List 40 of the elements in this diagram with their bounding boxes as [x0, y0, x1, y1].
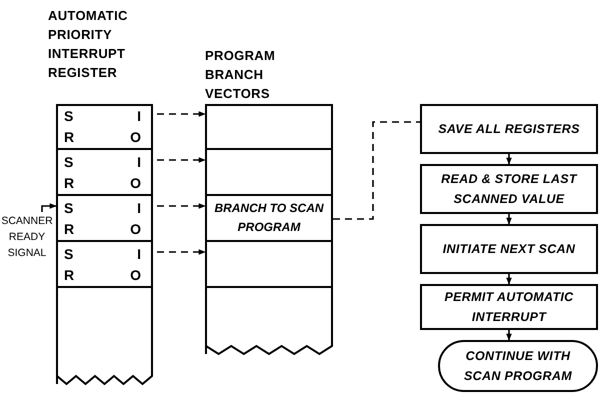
column-heading: AUTOMATIC PRIORITY INTERRUPT REGISTER	[47, 7, 129, 82]
bit-label: I	[137, 244, 142, 262]
arrow	[157, 111, 206, 117]
process-box	[420, 284, 598, 330]
terminal-box	[438, 340, 598, 392]
arrow	[506, 330, 512, 341]
bit-label: R	[64, 220, 74, 238]
bit-label: O	[130, 220, 142, 238]
bit-label: O	[130, 266, 142, 284]
arrow	[157, 157, 206, 163]
process-box	[420, 164, 598, 214]
arrow	[41, 203, 57, 212]
step-text: PERMIT AUTOMATIC INTERRUPT	[443, 289, 575, 326]
bit-label: O	[130, 128, 142, 146]
process-box	[420, 224, 598, 274]
step-text: CONTINUE WITH SCAN PROGRAM	[463, 348, 573, 385]
bit-label: I	[137, 198, 142, 216]
step-text: SAVE ALL REGISTERS	[438, 121, 580, 138]
bit-label: R	[64, 128, 74, 146]
bit-label: R	[64, 174, 74, 192]
bit-label: S	[64, 106, 74, 124]
signal-label: SCANNER READY SIGNAL	[0, 213, 54, 261]
arrow	[157, 203, 206, 209]
arrow	[157, 249, 206, 255]
bit-label: O	[130, 174, 142, 192]
arrow	[506, 214, 512, 225]
step-text: READ & STORE LAST SCANNED VALUE	[440, 171, 578, 208]
bit-label: R	[64, 266, 74, 284]
bit-label: S	[64, 198, 74, 216]
arrow	[506, 154, 512, 165]
step-text: INITIATE NEXT SCAN	[442, 241, 576, 258]
process-box	[420, 104, 598, 154]
bit-label: S	[64, 244, 74, 262]
arrow	[506, 274, 512, 285]
connector-line	[333, 121, 420, 220]
slot-label: BRANCH TO SCAN PROGRAM	[213, 200, 325, 236]
column-heading: PROGRAM BRANCH VECTORS	[204, 47, 276, 103]
bit-label: I	[137, 106, 142, 124]
bit-label: S	[64, 152, 74, 170]
bit-label: I	[137, 152, 142, 170]
